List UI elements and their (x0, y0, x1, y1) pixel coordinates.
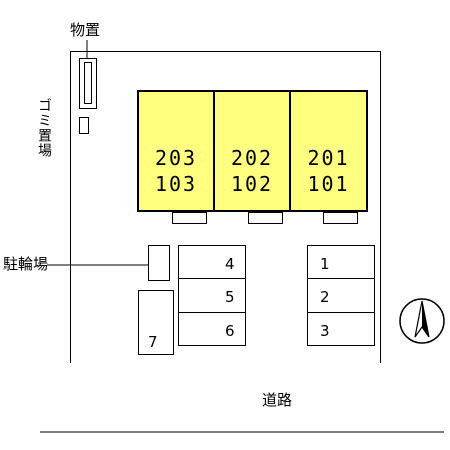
parking-space-5: 5 (178, 278, 246, 313)
parking-space-number: 3 (320, 322, 330, 340)
garbage-box (79, 117, 89, 134)
entrance-step (172, 212, 207, 224)
storage-label: 物置 (70, 21, 101, 39)
entrance-step (323, 212, 358, 224)
unit-upper-number: 202 (230, 146, 274, 170)
parking-space-3: 3 (307, 312, 375, 346)
parking-space-6: 6 (178, 312, 246, 346)
parking-space-number: 5 (225, 288, 235, 306)
unit-upper-number: 203 (154, 146, 198, 170)
unit-divider-1 (213, 90, 215, 212)
parking-space-7: 7 (138, 290, 174, 355)
lot-boundary (70, 51, 381, 363)
parking-space-4: 4 (178, 245, 246, 279)
parking-space-1: 1 (307, 245, 375, 279)
parking-space-number: 7 (148, 333, 158, 351)
entrance-step (248, 212, 283, 224)
unit-divider-2 (289, 90, 291, 212)
unit-lower-number: 102 (230, 172, 274, 196)
parking-space-number: 6 (225, 322, 235, 340)
parking-space-number: 4 (225, 255, 235, 273)
unit-upper-number: 201 (307, 146, 350, 170)
storage-shed-inner (84, 62, 92, 104)
unit-lower-number: 103 (154, 172, 198, 196)
parking-space-number: 1 (320, 255, 330, 273)
unit-lower-number: 101 (307, 172, 350, 196)
bicycle-parking-area (148, 245, 170, 281)
unit-202-102: 202 102 (215, 92, 289, 210)
garbage-label: ゴミ置場 (36, 98, 52, 158)
parking-space-number: 2 (320, 288, 330, 306)
north-arrow-icon (399, 298, 445, 344)
building (137, 90, 368, 212)
unit-203-103: 203 103 (139, 92, 213, 210)
unit-201-101: 201 101 (291, 92, 366, 210)
road-label: 道路 (262, 391, 293, 409)
bicycle-parking-label: 駐輪場 (3, 255, 49, 273)
storage-shed (79, 58, 97, 109)
parking-space-2: 2 (307, 278, 375, 313)
